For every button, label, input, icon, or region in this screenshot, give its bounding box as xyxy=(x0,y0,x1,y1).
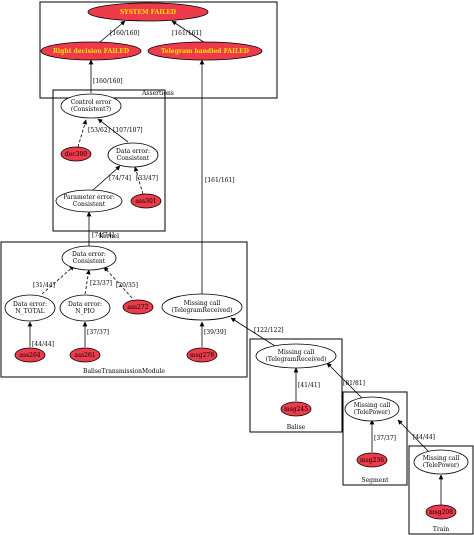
node-label-param-error-1: Parameter error: xyxy=(63,194,115,201)
edge-label-ce-rd: [160/160] xyxy=(93,78,123,85)
edge-dec309-to-control-error xyxy=(77,119,88,148)
edge-label-ass301-kde: [33/47] xyxy=(136,175,158,182)
node-ntotal-error[interactable]: Data error: N_TOTAL xyxy=(4,294,56,322)
node-ass272[interactable]: ass272 xyxy=(122,299,154,315)
node-npio-error[interactable]: Data error: N_PIO xyxy=(59,294,111,322)
edge-label-msg278-mc: [39/39] xyxy=(204,329,226,336)
node-label-msg245: msg245 xyxy=(284,406,308,413)
edge-label-npio-btm: [23/37] xyxy=(90,280,112,287)
node-label-param-error-2: Consistent xyxy=(73,201,106,208)
edge-ntotal-to-btm-data-error xyxy=(41,265,75,295)
node-label-ass261: ass261 xyxy=(74,352,95,359)
node-label-msg278: msg278 xyxy=(190,352,214,359)
edge-segment-missing-call-to-balise-missing-call xyxy=(326,362,363,399)
cluster-label-btm: BaliseTransmissionModule xyxy=(83,368,165,375)
node-label-kernel-data-error-1: Data error: xyxy=(116,148,150,155)
node-label-dec309: dec309 xyxy=(65,151,87,158)
node-msg278[interactable]: msg278 xyxy=(186,347,218,363)
edge-train-missing-call-to-segment-missing-call xyxy=(397,419,429,452)
edge-label-dec-ce: [53/62] xyxy=(88,127,110,134)
node-label-control-error-1: Control error xyxy=(71,99,112,106)
node-label-ntotal-2: N_TOTAL xyxy=(15,308,44,315)
node-label-kernel-data-error-2: Consistent xyxy=(117,155,150,162)
node-msg236[interactable]: msg236 xyxy=(356,452,388,468)
cluster-balise: Balise xyxy=(249,338,343,433)
node-msg208[interactable]: msg208 xyxy=(425,504,457,520)
edges: [160/160] [161/161] [160/160] [53/62] [1… xyxy=(27,20,435,452)
edge-label-kde-ce: [107/107] xyxy=(113,127,143,134)
node-ass264[interactable]: ass264 xyxy=(14,347,46,363)
node-label-ntotal-1: Data error: xyxy=(13,301,47,308)
edge-label-msg236-segment: [37/37] xyxy=(374,435,396,442)
edge-npio-to-btm-data-error xyxy=(84,269,91,295)
node-missing-call-btm[interactable]: Missing call (TelegramReceived) xyxy=(161,293,243,321)
node-msg245[interactable]: msg245 xyxy=(280,401,312,417)
node-label-missing-call-train-2: (TelePower) xyxy=(423,462,459,469)
edge-label-ass272-btm: [20/35] xyxy=(116,282,138,289)
node-label-right-decision-failed: Right decision FAILED xyxy=(53,48,129,55)
node-label-control-error-2: (Consistent?) xyxy=(71,106,111,113)
node-label-ass301: ass301 xyxy=(135,198,156,205)
node-missing-call-balise[interactable]: Missing call (TelegramReceived) xyxy=(255,343,337,369)
edge-telegram-handled-to-system xyxy=(171,20,206,44)
cluster-label-segment: Segment xyxy=(361,477,389,484)
node-ass261[interactable]: ass261 xyxy=(69,347,101,363)
node-ass301[interactable]: ass301 xyxy=(130,193,162,209)
node-missing-call-segment[interactable]: Missing call (TelePower) xyxy=(344,396,400,422)
cluster-train: Train xyxy=(408,445,474,535)
node-label-missing-call-btm-2: (TelegramReceived) xyxy=(172,307,233,314)
edge-kernel-data-error-to-control-error xyxy=(97,118,129,143)
cluster-label-assertions: Assertions xyxy=(141,90,174,97)
edge-label-msg245-balise: [41/41] xyxy=(298,382,320,389)
node-label-btm-data-error-2: Consistent xyxy=(73,258,106,265)
edge-label-balise-mc: [122/122] xyxy=(254,327,284,334)
node-label-missing-call-segment-1: Missing call xyxy=(354,402,391,409)
node-label-npio-1: Data error: xyxy=(68,301,102,308)
node-system-failed[interactable]: SYSTEM FAILED xyxy=(87,2,209,22)
node-label-msg236: msg236 xyxy=(360,457,384,464)
edge-label-btm-pe: [74/74] xyxy=(92,232,114,239)
edge-label-pe-kde: [74/74] xyxy=(109,175,131,182)
edge-label-train-segment: [44/44] xyxy=(413,434,435,441)
edge-label-segment-balise: [81/81] xyxy=(343,380,365,387)
edge-label-th-sys: [161/161] xyxy=(172,30,202,37)
node-right-decision-failed[interactable]: Right decision FAILED xyxy=(40,41,142,61)
edge-label-ntotal-btm: [31/44] xyxy=(33,282,55,289)
node-label-ass272: ass272 xyxy=(127,304,148,311)
cluster-assertions: Assertions xyxy=(39,1,278,99)
edge-right-decision-to-system xyxy=(99,20,126,43)
node-telegram-handled-failed[interactable]: Telegram handled FAILED xyxy=(147,41,263,61)
cluster-label-train: Train xyxy=(433,526,449,533)
node-control-error[interactable]: Control error (Consistent?) xyxy=(60,93,122,119)
edge-ass272-to-btm-data-error xyxy=(103,266,133,299)
node-label-missing-call-segment-2: (TelePower) xyxy=(354,409,390,416)
node-label-telegram-handled-failed: Telegram handled FAILED xyxy=(161,48,249,55)
cluster-label-kernel: Kernel xyxy=(99,233,119,240)
node-label-missing-call-balise-2: (TelegramReceived) xyxy=(266,356,327,363)
node-dec309[interactable]: dec309 xyxy=(60,146,92,162)
cluster-segment: Segment xyxy=(342,391,408,486)
node-btm-data-error[interactable]: Data error: Consistent xyxy=(61,245,117,271)
node-label-npio-2: N_PIO xyxy=(75,308,95,315)
node-label-msg208: msg208 xyxy=(429,509,453,516)
cluster-label-balise: Balise xyxy=(287,424,306,431)
node-label-missing-call-train-1: Missing call xyxy=(423,455,460,462)
node-label-btm-data-error-1: Data error: xyxy=(72,251,106,258)
edge-label-rd-sys: [160/160] xyxy=(110,30,140,37)
edge-label-ass261-npio: [37/37] xyxy=(87,329,109,336)
edge-label-ass264-ntotal: [44/44] xyxy=(32,341,54,348)
node-parameter-error[interactable]: Parameter error: Consistent xyxy=(55,189,123,213)
node-kernel-data-error[interactable]: Data error: Consistent xyxy=(107,142,159,168)
cluster-kernel: Kernel xyxy=(52,89,166,240)
edge-label-mc-th: [161/161] xyxy=(205,177,235,184)
node-label-ass264: ass264 xyxy=(19,352,40,359)
node-missing-call-train[interactable]: Missing call (TelePower) xyxy=(413,449,469,475)
edge-parameter-error-to-kernel-data-error xyxy=(92,165,121,191)
edge-balise-missing-call-to-btm-missing-call xyxy=(230,317,276,347)
node-label-system-failed: SYSTEM FAILED xyxy=(120,9,176,16)
cluster-balise-transmission-module: BaliseTransmissionModule xyxy=(0,241,248,378)
node-label-missing-call-balise-1: Missing call xyxy=(278,349,315,356)
node-label-missing-call-btm-1: Missing call xyxy=(184,300,221,307)
